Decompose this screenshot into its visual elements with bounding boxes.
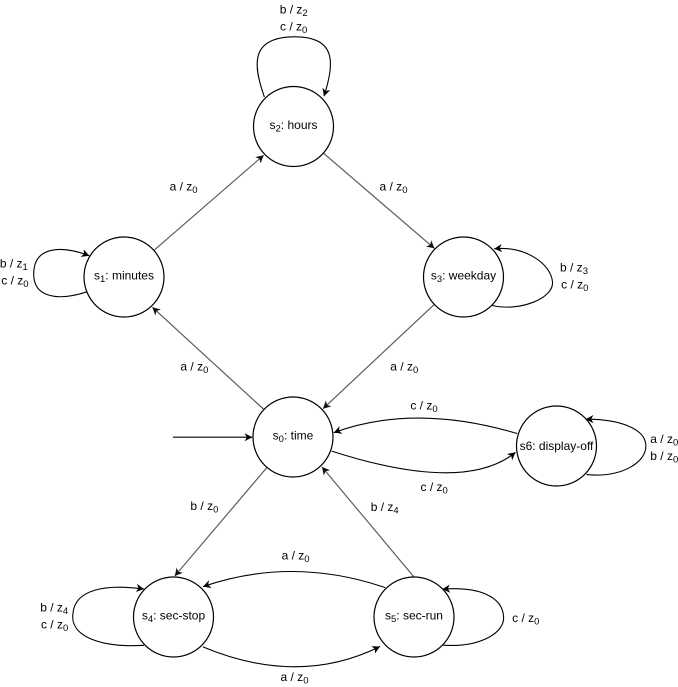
svg-text:s5: sec-run: s5: sec-run — [385, 609, 443, 626]
svg-text:s2: hours: s2: hours — [270, 118, 318, 135]
svg-text:c / z0: c / z0 — [561, 278, 588, 295]
svg-text:b / z4: b / z4 — [371, 500, 399, 517]
svg-text:b / z0: b / z0 — [650, 449, 678, 466]
svg-text:a / z0: a / z0 — [650, 432, 678, 449]
svg-text:b / z2: b / z2 — [280, 3, 308, 20]
svg-text:a / z0: a / z0 — [390, 360, 418, 377]
svg-text:c / z0: c / z0 — [41, 618, 68, 635]
svg-text:s1: minutes: s1: minutes — [94, 269, 154, 286]
svg-text:a / z0: a / z0 — [180, 360, 208, 377]
svg-text:b / z1: b / z1 — [0, 256, 28, 273]
svg-text:a / z0: a / z0 — [282, 548, 310, 565]
svg-text:c / z0: c / z0 — [512, 611, 539, 628]
svg-text:c / z0: c / z0 — [1, 274, 28, 291]
svg-text:c / z0: c / z0 — [280, 20, 307, 36]
svg-text:b / z3: b / z3 — [560, 260, 588, 277]
svg-text:a / z0: a / z0 — [170, 180, 198, 197]
svg-text:c / z0: c / z0 — [421, 480, 448, 497]
svg-text:a / z0: a / z0 — [380, 179, 408, 196]
svg-text:a / z0: a / z0 — [281, 670, 309, 687]
svg-text:b / z4: b / z4 — [40, 601, 68, 618]
svg-text:s6: display-off: s6: display-off — [520, 439, 594, 453]
svg-text:s4: sec-stop: s4: sec-stop — [142, 609, 206, 626]
svg-text:c / z0: c / z0 — [410, 398, 437, 415]
svg-text:b / z0: b / z0 — [190, 499, 218, 516]
svg-text:s3: weekday: s3: weekday — [431, 269, 496, 286]
